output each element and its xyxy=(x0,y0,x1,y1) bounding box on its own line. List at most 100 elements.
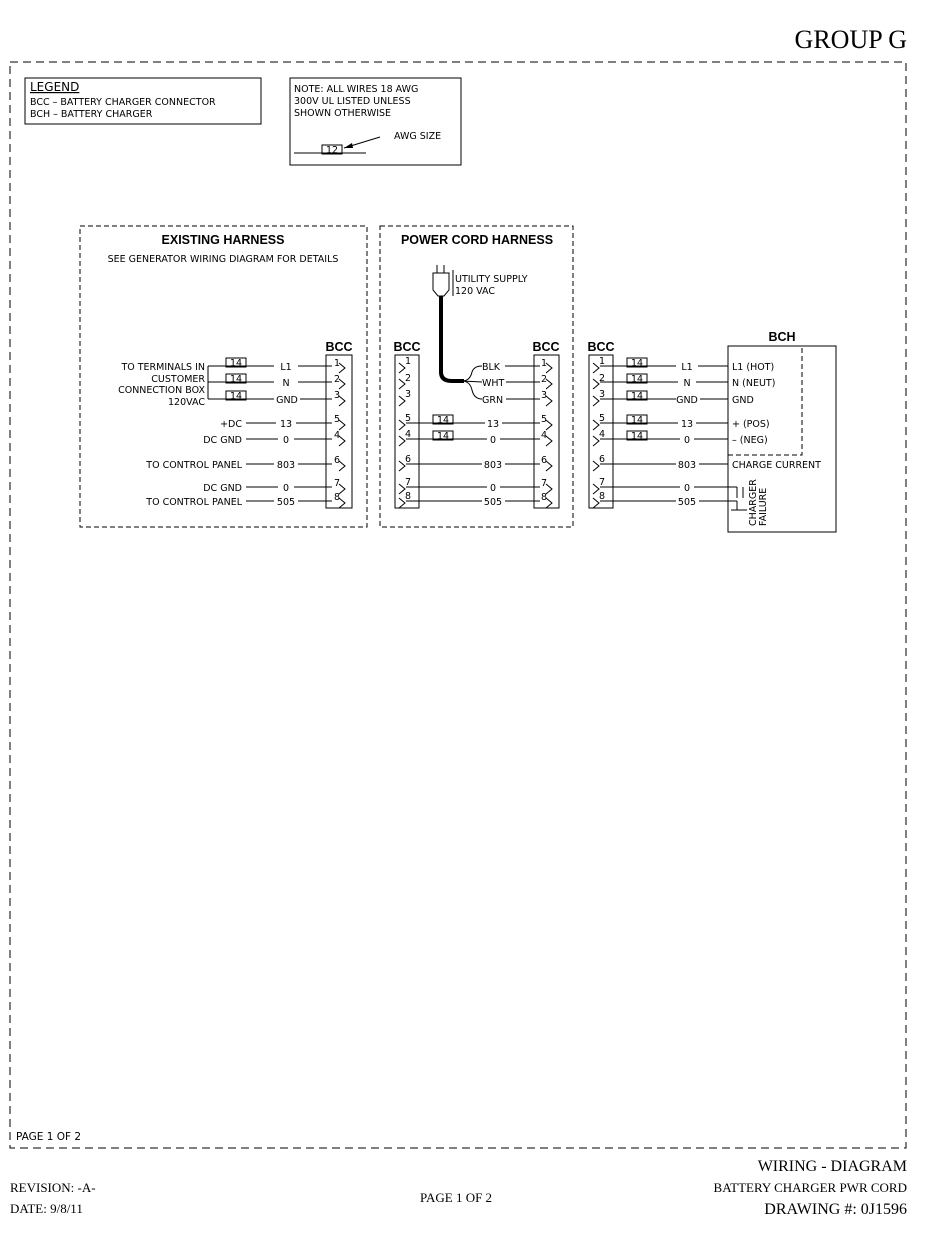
charger-failure-label: CHARGER xyxy=(748,479,759,526)
plug-icon xyxy=(432,265,454,305)
pin-number: 7 xyxy=(541,478,547,489)
gauge-label: 14 xyxy=(631,431,643,442)
gauge-label: 14 xyxy=(631,391,643,402)
existing-harness: EXISTING HARNESS SEE GENERATOR WIRING DI… xyxy=(79,225,368,528)
pin-number: 7 xyxy=(405,477,411,488)
power-cord-title: POWER CORD HARNESS xyxy=(401,233,553,247)
pin-number: 2 xyxy=(599,373,605,384)
bcc-pins: 1 2 3 5 4 6 7 8 xyxy=(334,358,346,509)
pin-number: 3 xyxy=(541,390,547,401)
pin-number: 6 xyxy=(541,455,547,466)
power-cord-harness: POWER CORD HARNESS UTILITY SUPPLY 120 VA… xyxy=(379,225,574,528)
terminal-label: N (NEUT) xyxy=(732,378,775,389)
pin-number: 1 xyxy=(541,358,547,369)
customer-text: TO TERMINALS IN xyxy=(120,362,205,373)
pin-number: 2 xyxy=(405,373,411,384)
pin-number: 7 xyxy=(599,477,605,488)
pin-number: 6 xyxy=(599,454,605,465)
wire-label: 13 xyxy=(280,419,292,430)
wire-label: 505 xyxy=(484,497,502,508)
gauge-label: 14 xyxy=(631,415,643,426)
utility-supply-label: 120 VAC xyxy=(455,286,495,297)
gauge-label: 14 xyxy=(437,415,449,426)
power-right-pins: 1 2 3 5 4 6 7 8 xyxy=(541,358,553,509)
pin-number: 4 xyxy=(405,429,411,440)
wire-color-label: BLK xyxy=(482,362,501,373)
wire-label: GND xyxy=(276,395,298,406)
pin-number: 1 xyxy=(334,358,340,369)
battery-charger-box xyxy=(727,345,837,533)
pin-number: 7 xyxy=(334,478,340,489)
pin-number: 6 xyxy=(334,455,340,466)
group-label: GROUP G xyxy=(795,25,907,54)
pin-number: 2 xyxy=(334,374,340,385)
wire-label: L1 xyxy=(681,362,692,373)
legend-box: LEGEND BCC – BATTERY CHARGER CONNECTOR B… xyxy=(24,77,262,125)
wire-label: 803 xyxy=(484,460,502,471)
utility-supply-label: UTILITY SUPPLY xyxy=(455,274,528,285)
existing-bcc-label: BCC xyxy=(325,340,352,354)
wire-label: GND xyxy=(676,395,698,406)
wire-color-label: WHT xyxy=(482,378,505,389)
power-right-bcc-label: BCC xyxy=(532,340,559,354)
inner-page-label: PAGE 1 OF 2 xyxy=(16,1131,81,1143)
gauge-label: 14 xyxy=(230,374,242,385)
wire-label: N xyxy=(282,378,289,389)
legend-line: BCH – BATTERY CHARGER xyxy=(30,109,153,120)
power-left-pins: 1 2 3 5 4 6 7 8 xyxy=(398,356,411,509)
pin-number: 1 xyxy=(599,356,605,367)
note-box: NOTE: ALL WIRES 18 AWG 300V UL LISTED UN… xyxy=(289,77,462,166)
terminal-label: CHARGE CURRENT xyxy=(732,460,821,471)
circuit-label: DC GND xyxy=(203,483,242,494)
existing-harness-subtitle: SEE GENERATOR WIRING DIAGRAM FOR DETAILS xyxy=(108,254,339,265)
existing-harness-title: EXISTING HARNESS xyxy=(162,233,285,247)
pin-number: 8 xyxy=(541,492,547,503)
pin-number: 8 xyxy=(405,491,411,502)
customer-text: 120VAC xyxy=(168,397,205,408)
power-left-bcc-label: BCC xyxy=(393,340,420,354)
drawing-subtitle: BATTERY CHARGER PWR CORD xyxy=(714,1180,907,1195)
wire-label: 505 xyxy=(678,497,696,508)
pin-number: 8 xyxy=(599,491,605,502)
charger-bcc-pins: 1 2 3 5 4 6 7 8 xyxy=(592,356,605,509)
legend-line: BCC – BATTERY CHARGER CONNECTOR xyxy=(30,97,216,108)
awg-example: 12 xyxy=(326,145,338,156)
wire-label: 0 xyxy=(490,483,496,494)
wire-label: 803 xyxy=(277,460,295,471)
revision: REVISION: -A- xyxy=(10,1180,96,1195)
pin-number: 6 xyxy=(405,454,411,465)
circuit-label: +DC xyxy=(220,419,242,430)
drawing-number: DRAWING #: 0J1596 xyxy=(764,1201,907,1218)
wire-label: 0 xyxy=(283,483,289,494)
wire-label: 13 xyxy=(681,419,693,430)
drawing-border xyxy=(9,61,907,1149)
charger-section: BCC 1 2 3 5 4 6 7 8 14 14 14 14 14 L1 N … xyxy=(587,330,837,533)
pin-number: 4 xyxy=(599,429,605,440)
gauge-label: 14 xyxy=(631,358,643,369)
pin-number: 2 xyxy=(541,374,547,385)
terminal-label: + (POS) xyxy=(732,419,770,430)
note-line: SHOWN OTHERWISE xyxy=(294,108,391,119)
pin-number: 3 xyxy=(599,389,605,400)
charger-failure-label: FAILURE xyxy=(758,488,769,526)
note-line: NOTE: ALL WIRES 18 AWG xyxy=(294,84,418,95)
pin-number: 5 xyxy=(599,413,605,424)
failure-contact-icon xyxy=(731,487,747,511)
gauge-label: 14 xyxy=(230,358,242,369)
pin-number: 5 xyxy=(541,414,547,425)
gauge-label: 14 xyxy=(631,374,643,385)
wire-label: 13 xyxy=(487,419,499,430)
terminal-label: L1 (HOT) xyxy=(732,362,774,373)
wire-label: 0 xyxy=(684,483,690,494)
gauge-label: 14 xyxy=(437,431,449,442)
charger-bcc-label: BCC xyxy=(587,340,614,354)
circuit-label: TO CONTROL PANEL xyxy=(145,460,242,471)
pin-number: 3 xyxy=(405,389,411,400)
wire-label: 0 xyxy=(283,435,289,446)
wire-label: 505 xyxy=(277,497,295,508)
customer-text: CUSTOMER xyxy=(151,374,205,385)
gauge-label: 14 xyxy=(230,391,242,402)
legend-title: LEGEND xyxy=(30,80,79,94)
customer-text: CONNECTION BOX xyxy=(118,385,205,396)
